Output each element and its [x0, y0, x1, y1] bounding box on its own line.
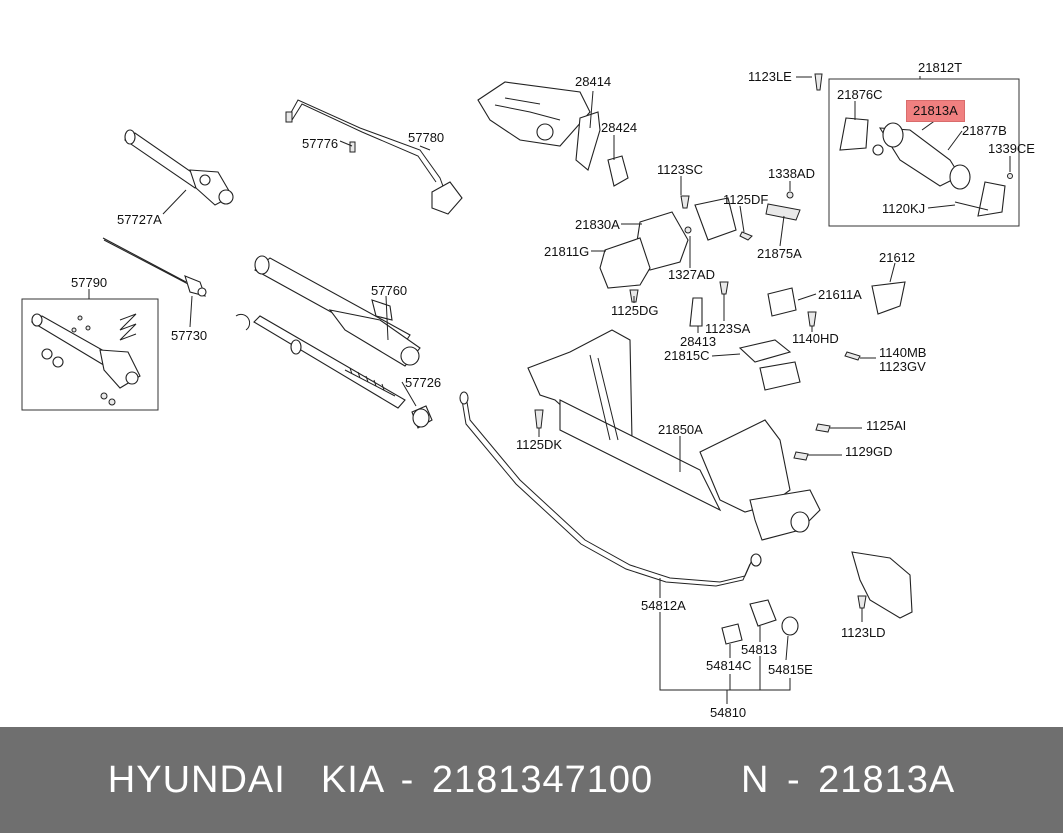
leader-lines	[88, 76, 1011, 704]
steering-gear-housing	[124, 129, 234, 206]
label-21813A-highlighted: 21813A	[906, 100, 965, 122]
label-1123SC: 1123SC	[657, 162, 704, 177]
label-21812T: 21812T	[918, 60, 963, 75]
label-57780: 57780	[408, 130, 445, 145]
label-28424: 28424	[601, 120, 638, 135]
label-54814C: 54814C	[706, 658, 752, 673]
steering-hose-lines	[285, 99, 463, 215]
label-28414: 28414	[575, 74, 612, 89]
label-21875A: 21875A	[757, 246, 802, 261]
label-21830A: 21830A	[575, 217, 620, 232]
label-1123SA: 1123SA	[705, 321, 751, 336]
label-1123LE: 1123LE	[748, 69, 792, 84]
label-57727A: 57727A	[117, 212, 162, 227]
label-57726: 57726	[405, 375, 442, 390]
bracket-1123LD	[851, 551, 913, 619]
label-1123LD: 1123LD	[841, 625, 886, 640]
stabilizer-bar	[465, 395, 753, 583]
label-1125DG: 1125DG	[611, 303, 659, 318]
steering-kit-parts	[30, 313, 141, 406]
rack-housing	[254, 255, 421, 367]
label-1125DF: 1125DF	[723, 192, 769, 207]
label-28413: 28413	[680, 334, 717, 349]
transmission-mount-inset	[839, 117, 1013, 217]
label-1327AD: 1327AD	[668, 267, 715, 282]
label-1123GV: 1123GV	[879, 359, 926, 374]
crossmember-21850A	[527, 329, 821, 541]
label-1339CE: 1339CE	[988, 141, 1035, 156]
label-21611A: 21611A	[818, 287, 862, 302]
rack-bar	[235, 313, 406, 409]
label-57776: 57776	[302, 136, 339, 151]
label-54810: 54810	[710, 705, 747, 720]
rack-boot	[411, 405, 433, 429]
label-21877B: 21877B	[962, 123, 1007, 138]
label-1338AD: 1338AD	[768, 166, 815, 181]
label-1125DK: 1125DK	[516, 437, 563, 452]
label-54815E: 54815E	[768, 662, 813, 677]
label-57790: 57790	[71, 275, 108, 290]
steering-kit-inset-box	[21, 298, 159, 411]
diagram-drawing	[21, 73, 1020, 704]
bracket-28424	[607, 155, 629, 187]
engine-mount-left	[599, 197, 801, 289]
footer-banner: HYUNDAI KIA - 2181347100 N - 21813A	[0, 727, 1063, 833]
label-57730: 57730	[171, 328, 208, 343]
label-54813: 54813	[741, 642, 778, 657]
bolts	[534, 73, 867, 609]
mount-brackets	[689, 281, 906, 391]
label-1140MB: 1140MB	[879, 345, 927, 360]
label-21811G: 21811G	[544, 244, 590, 259]
label-1125AI: 1125AI	[866, 418, 907, 433]
stabilizer-bar-outline	[461, 399, 751, 587]
footer-part-number-text: HYUNDAI KIA - 2181347100 N - 21813A	[107, 758, 956, 801]
label-21612: 21612	[879, 250, 916, 265]
label-21815C: 21815C	[664, 348, 710, 363]
label-1140HD: 1140HD	[792, 331, 839, 346]
label-1129GD: 1129GD	[845, 444, 893, 459]
engine-block-section	[477, 81, 601, 171]
parts-diagram: 28414 28424 57776 57780 57727A 1123LE 21…	[21, 60, 1035, 720]
label-21850A: 21850A	[658, 422, 703, 437]
label-21876C: 21876C	[837, 87, 883, 102]
label-54812A: 54812A	[641, 598, 686, 613]
label-1120KJ: 1120KJ	[882, 201, 926, 216]
engine-mount-inset-box	[828, 78, 1020, 227]
stabilizer-bushings	[721, 599, 799, 645]
label-57760: 57760	[371, 283, 408, 298]
tie-rod	[102, 237, 207, 297]
